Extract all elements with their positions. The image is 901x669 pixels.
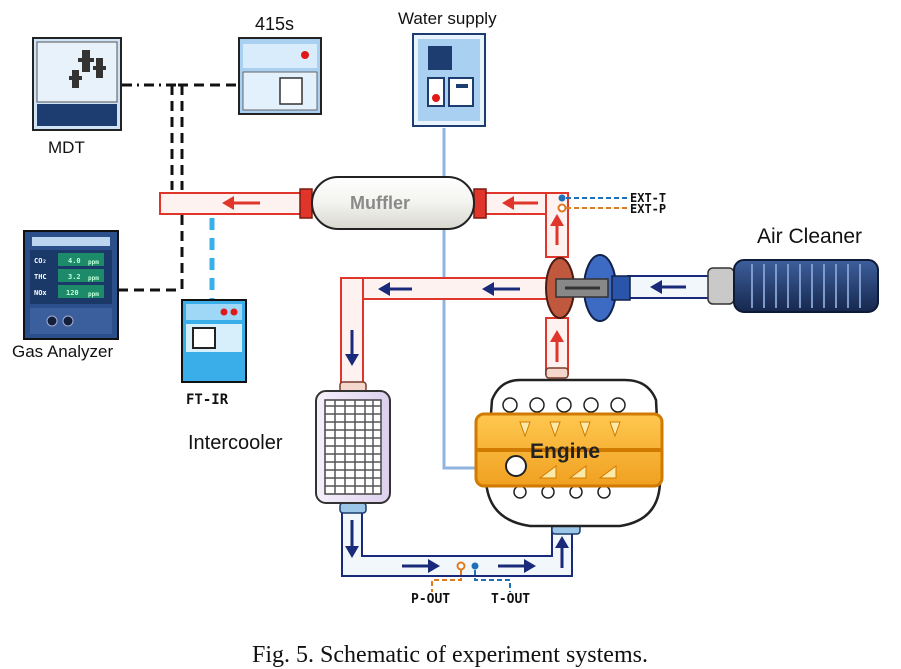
exhaust-arrow-up-upper [550,214,564,245]
out-sensors [431,561,511,592]
engine-label: Engine [530,440,600,463]
gas-analyzer-label: Gas Analyzer [12,342,113,361]
mdt-device [32,37,122,131]
t-out-sensor-line [474,570,511,592]
s415-label: 415s [255,14,294,34]
gas-row-value: 4.0 [68,257,81,265]
s415-indicator-icon [301,51,309,59]
water-supply-label: Water supply [398,9,497,28]
gas-analyzer-device [23,230,119,340]
t-out-label: T-OUT [491,592,530,607]
mdt-label: MDT [48,138,85,157]
t-out-sensor-icon [471,562,479,570]
water-supply-line [442,128,482,470]
gas-analyzer-button-icon [46,315,58,327]
intake-arrow-left-2 [378,282,412,296]
flow-arrows [222,196,686,573]
ext-p-sensor-icon [557,203,567,213]
intercooler [315,381,391,514]
gas-row-name: NOx [34,289,47,297]
ftir-indicator-icon [230,308,238,316]
gas-row-unit: ppm [88,291,99,298]
air-cleaner [707,259,879,313]
engine-port-icon [505,455,527,477]
ftir-indicator-icon [220,308,228,316]
gas-row-unit: ppm [88,275,99,282]
muffler-label: Muffler [350,193,410,213]
intercooler-label: Intercooler [188,432,283,454]
engine [474,367,664,535]
figure-caption: Fig. 5. Schematic of experiment systems. [252,642,648,668]
air-arrow-left [650,280,686,294]
ftir-label: FT-IR [186,392,229,408]
ext-t-sensor-icon [558,194,566,202]
gas-row-name: CO₂ [34,257,47,265]
intake-arrow-left-1 [482,282,520,296]
intake-arrow-down [345,330,359,366]
s415-device [238,37,322,115]
air-cleaner-label: Air Cleaner [757,225,862,248]
gas-row-value: 120 [66,289,79,297]
gas-display-rows: CO₂ 4.0 ppm THC 3.2 ppm NOx 120 ppm [34,257,99,298]
ext-p-label: EXT-P [630,202,666,216]
return-arrow-up [555,536,569,568]
p-out-label: P-OUT [411,592,450,607]
ext-t-label: EXT-T [630,191,666,205]
return-arrow-down [345,520,359,558]
gas-row-value: 3.2 [68,273,81,281]
water-supply-device [412,33,486,127]
gas-analyzer-button-icon [62,315,74,327]
exhaust-arrow-right [502,196,538,210]
return-arrow-right-2 [498,559,536,573]
exhaust-arrow-left [222,196,260,210]
mdt-knobs-icon [69,50,106,88]
ext-sensors [557,194,628,213]
p-out-sensor-line [431,570,462,592]
water-indicator-icon [432,94,440,102]
turbocharger [545,254,631,322]
return-arrow-right-1 [402,559,440,573]
muffler [299,176,487,230]
signal-lines [118,83,240,292]
exhaust-arrow-up-lower [550,330,564,362]
gas-row-name: THC [34,273,47,281]
p-out-sensor-icon [456,561,466,571]
ftir-device [181,299,247,383]
gas-row-unit: ppm [88,259,99,266]
